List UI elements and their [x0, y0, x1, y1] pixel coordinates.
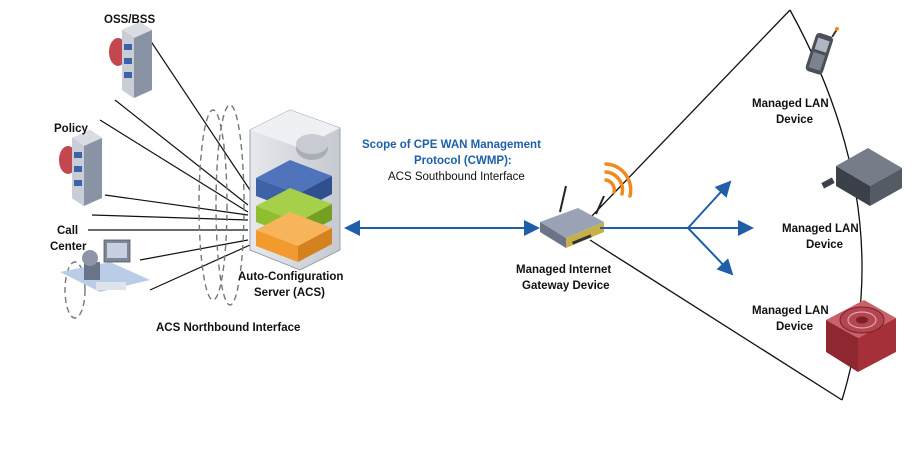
speaker-device-icon — [826, 300, 896, 372]
lan-device-top-label-line1: Managed LAN — [752, 98, 829, 110]
acs-server-stack-icon — [249, 109, 341, 271]
oss-bss-server-icon — [109, 22, 152, 98]
southbound-interface-label: ACS Southbound Interface — [388, 171, 525, 183]
wifi-signal-icon — [604, 162, 633, 198]
lan-distribution-arrows — [600, 180, 754, 276]
lan-device-top-label-line2: Device — [776, 114, 814, 126]
policy-server-icon — [59, 130, 102, 206]
gateway-label-line2: Gateway Device — [522, 280, 610, 292]
northbound-fan-lines — [88, 39, 251, 291]
gateway-label-line1: Managed Internet — [516, 264, 612, 276]
lan-device-mid-label-line1: Managed LAN — [782, 223, 859, 235]
policy-label: Policy — [54, 123, 88, 135]
oss-bss-label: OSS/BSS — [104, 14, 156, 26]
call-center-label-line1: Call — [57, 225, 79, 237]
set-top-box-icon — [821, 148, 902, 206]
northbound-interface-ellipses — [64, 104, 245, 319]
lan-device-mid-label-line2: Device — [806, 239, 844, 251]
call-center-label-line2: Center — [50, 241, 87, 253]
call-center-workstation-icon — [60, 239, 150, 292]
mobile-phone-icon — [805, 26, 839, 75]
acs-label-line1: Auto-Configuration — [238, 271, 344, 283]
northbound-interface-label: ACS Northbound Interface — [156, 322, 301, 334]
cwmp-scope-label-line1: Scope of CPE WAN Management — [362, 139, 541, 151]
lan-device-bottom-label-line1: Managed LAN — [752, 305, 829, 317]
lan-device-bottom-label-line2: Device — [776, 321, 814, 333]
cwmp-scope-label-line2: Protocol (CWMP): — [414, 155, 512, 167]
acs-label-line2: Server (ACS) — [254, 287, 325, 299]
wireless-router-icon — [540, 185, 605, 248]
